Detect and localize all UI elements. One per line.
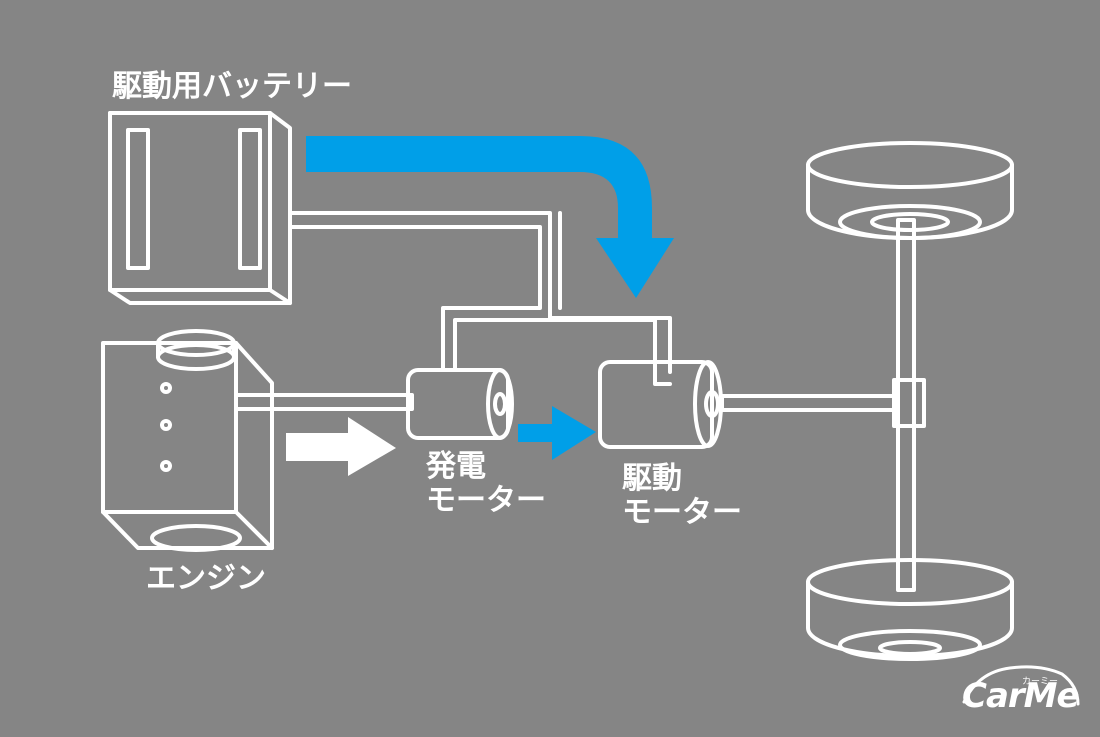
battery-label: 駆動用バッテリー bbox=[112, 69, 352, 104]
battery bbox=[108, 111, 292, 305]
generator-label-line2: モーター bbox=[426, 483, 546, 518]
carme-logo: CarMe bbox=[962, 676, 1080, 716]
wheel-bottom bbox=[806, 558, 1014, 661]
drive-label-line2: モーター bbox=[622, 495, 742, 530]
generator-motor bbox=[406, 368, 514, 440]
engine bbox=[101, 329, 274, 552]
engine-flow-arrow bbox=[286, 417, 396, 476]
generator-flow-arrow bbox=[518, 406, 596, 460]
drive-shaft bbox=[720, 394, 900, 412]
axle bbox=[892, 218, 926, 592]
power-wires bbox=[288, 211, 672, 386]
drive-motor bbox=[598, 360, 723, 449]
drive-label-line1: 駆動 bbox=[622, 461, 682, 496]
wheel-top bbox=[806, 141, 1014, 240]
carme-logo-kana: カーミー bbox=[1022, 677, 1059, 687]
battery-flow-arrow bbox=[306, 136, 674, 298]
generator-label-line1: 発電 bbox=[426, 449, 486, 484]
logo-car-icon bbox=[962, 665, 1080, 706]
engine-shaft bbox=[234, 393, 414, 411]
engine-label: エンジン bbox=[146, 561, 266, 596]
